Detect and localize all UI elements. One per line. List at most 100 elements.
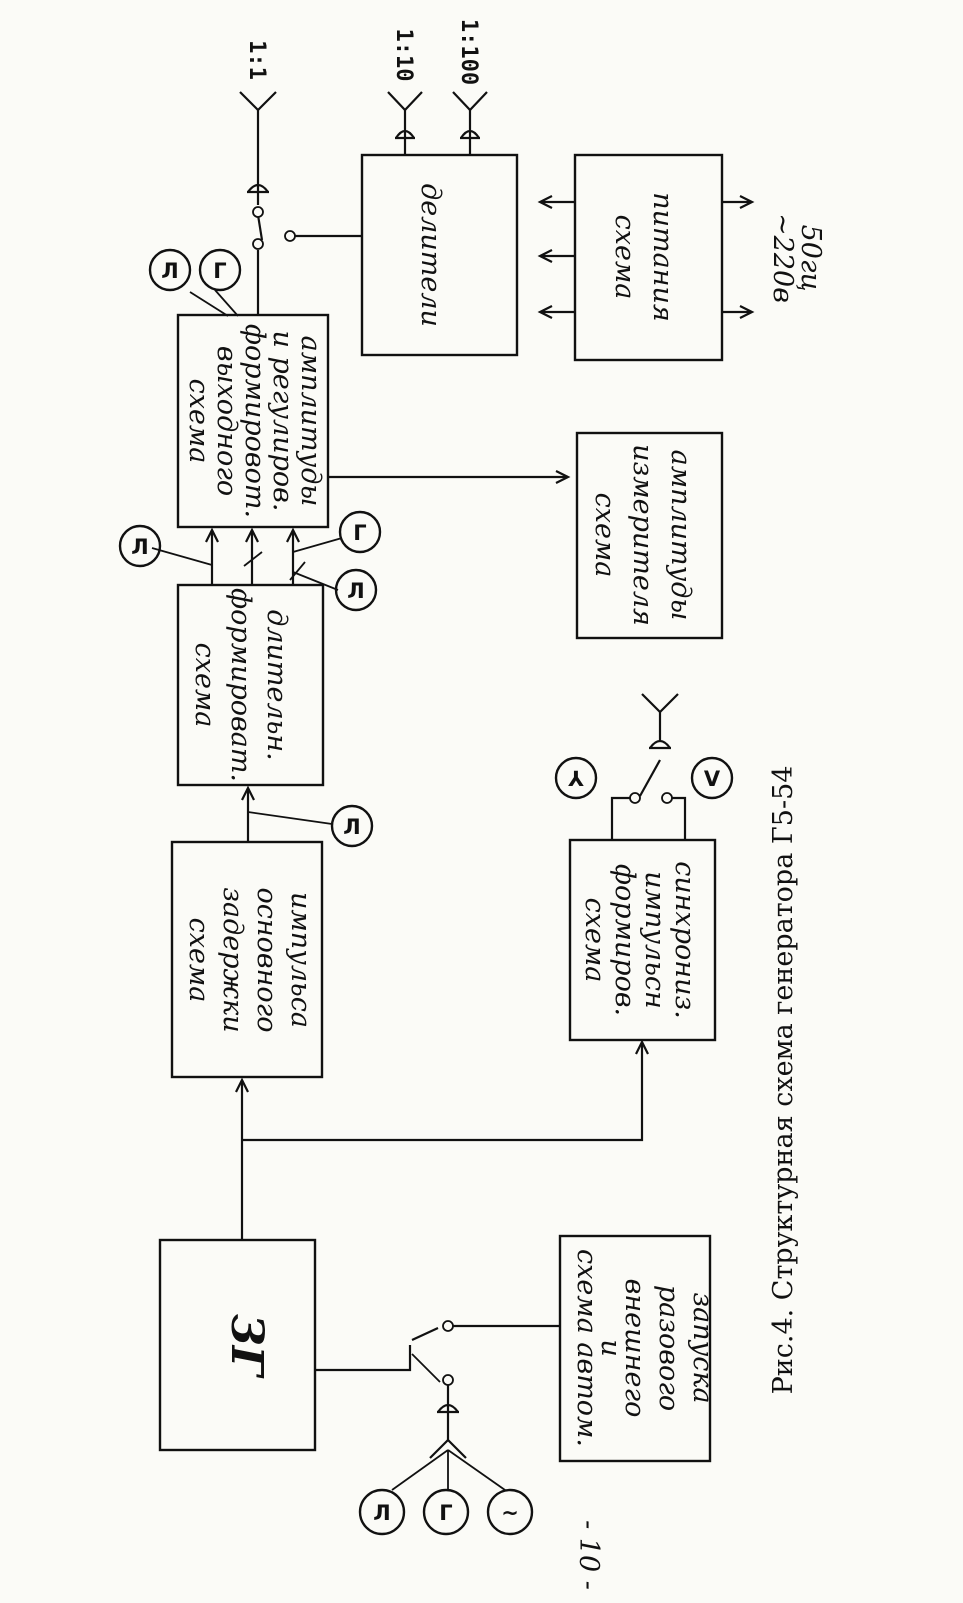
label-ratio-1-1: 1:1 bbox=[244, 40, 269, 80]
svg-text:⅄: ⅄ bbox=[568, 767, 584, 791]
label-meter-3: амплитуды bbox=[665, 450, 696, 621]
label-output-1: схема bbox=[183, 379, 214, 464]
switch-contact-upper bbox=[252, 206, 264, 218]
block-duration bbox=[176, 583, 325, 787]
sync-connector bbox=[649, 739, 671, 750]
block-meter bbox=[575, 431, 724, 640]
zg-mode-line-1 bbox=[391, 1449, 449, 1491]
label-meter-1: схема bbox=[589, 493, 620, 578]
wire-branch-sync bbox=[242, 1042, 644, 1142]
svg-text:Г: Г bbox=[213, 259, 226, 283]
svg-text:Л: Л bbox=[373, 1501, 390, 1525]
svg-text:Г: Г bbox=[439, 1501, 452, 1525]
arrow-meter bbox=[555, 470, 571, 484]
tap-output-g bbox=[214, 289, 239, 317]
zg-mode-line-3 bbox=[447, 1449, 506, 1491]
mode-circle-output-l: Л bbox=[334, 568, 378, 612]
svg-text:~: ~ bbox=[501, 1501, 519, 1525]
label-ext-5: запуска bbox=[687, 1292, 718, 1403]
sync-switch-lever bbox=[639, 759, 661, 797]
mode-circle-delay-l: Л bbox=[330, 804, 374, 848]
mode-circle-sync-pos: ⅄ bbox=[554, 756, 598, 800]
label-duration-2: формироват. bbox=[225, 588, 256, 782]
label-delay-4: импульса bbox=[285, 892, 316, 1028]
label-power-2: питания bbox=[647, 192, 678, 322]
label-mains-freq: 50гц bbox=[795, 225, 826, 292]
arrow-sync bbox=[635, 1039, 649, 1055]
label-delay-2: задержки bbox=[217, 887, 248, 1032]
antenna-1-100 bbox=[452, 91, 488, 111]
page-number: - 10 - bbox=[573, 1520, 604, 1590]
sync-antenna bbox=[641, 693, 679, 713]
zg-input-antenna bbox=[429, 1439, 467, 1459]
arrow-out-1 bbox=[205, 527, 219, 543]
label-ext-2: и bbox=[595, 1339, 626, 1356]
mode-circle-zg-g: Г bbox=[422, 1488, 470, 1536]
sync-contact-right bbox=[661, 792, 673, 804]
block-dividers bbox=[360, 153, 519, 357]
block-zg bbox=[158, 1238, 317, 1452]
zg-contact-upper bbox=[442, 1320, 454, 1332]
connector-1-10 bbox=[395, 129, 415, 140]
sync-contact-left bbox=[629, 792, 641, 804]
mains-arrow-1 bbox=[722, 195, 755, 209]
wire-zg-tap bbox=[411, 1353, 441, 1383]
switch-contact-lower bbox=[252, 238, 264, 250]
label-ext-4: разового bbox=[653, 1285, 684, 1411]
arrow-delay bbox=[235, 1077, 249, 1093]
arrow-duration bbox=[241, 785, 255, 801]
wire-sync-right bbox=[672, 796, 687, 840]
connector-1-1 bbox=[247, 183, 269, 194]
tap-l-bottom bbox=[292, 571, 339, 591]
zg-contact-lower bbox=[442, 1374, 454, 1386]
label-delay-3: основного bbox=[251, 887, 282, 1032]
label-sync-2: формиров. bbox=[609, 864, 640, 1016]
switch-lever bbox=[256, 214, 264, 241]
label-zg: ЗГ bbox=[221, 1314, 272, 1379]
figure-caption: Рис.4. Структурная схема генератора Г5-5… bbox=[768, 766, 799, 1395]
tap-l-top bbox=[151, 547, 213, 566]
mode-circle-top-l: Л bbox=[148, 248, 192, 292]
mode-circle-output-g: Г bbox=[338, 510, 382, 554]
label-ratio-1-10: 1:10 bbox=[391, 29, 416, 82]
svg-text:V: V bbox=[704, 767, 721, 791]
zg-input-connector bbox=[437, 1403, 459, 1414]
svg-text:Л: Л bbox=[131, 535, 148, 559]
switch-contact-side bbox=[284, 230, 296, 242]
zg-switch-lever bbox=[411, 1327, 439, 1341]
label-sync-3: импульсн bbox=[639, 871, 670, 1009]
block-output bbox=[176, 313, 330, 529]
wire-sync-left bbox=[610, 796, 630, 840]
antenna-1-1 bbox=[239, 91, 277, 111]
power-arrow-3 bbox=[537, 305, 575, 319]
mode-circle-sync-neg: V bbox=[690, 756, 734, 800]
arrow-out-3 bbox=[286, 527, 300, 543]
svg-text:Л: Л bbox=[343, 815, 360, 839]
block-power bbox=[573, 153, 724, 362]
label-ext-3: внешнего bbox=[619, 1279, 650, 1418]
arrow-out-2 bbox=[245, 527, 259, 543]
tap-output-l bbox=[189, 291, 229, 317]
label-output-3: формировот. bbox=[239, 324, 270, 518]
slash-3 bbox=[289, 561, 306, 581]
label-mains-voltage: ~220в bbox=[767, 213, 798, 303]
label-output-5: амплитуды bbox=[295, 336, 326, 507]
svg-text:Г: Г bbox=[353, 521, 366, 545]
svg-text:Л: Л bbox=[161, 259, 178, 283]
label-ratio-1-100: 1:100 bbox=[456, 19, 481, 85]
block-sync bbox=[568, 838, 717, 1042]
antenna-1-10 bbox=[387, 91, 423, 111]
wire-zg-switch bbox=[315, 1345, 412, 1372]
label-meter-2: измерителя bbox=[627, 444, 658, 626]
tap-g bbox=[292, 537, 343, 553]
label-output-2: выходного bbox=[211, 346, 242, 496]
label-delay-1: схема bbox=[183, 918, 214, 1003]
wire-delay-tap bbox=[247, 811, 333, 825]
mode-circle-zg-l: Л bbox=[358, 1488, 406, 1536]
power-arrow-2 bbox=[537, 249, 575, 263]
label-sync-1: схема bbox=[579, 898, 610, 983]
mode-circle-top-g: Г bbox=[198, 248, 242, 292]
label-power-1: схема bbox=[609, 215, 640, 300]
connector-1-100 bbox=[460, 129, 480, 140]
